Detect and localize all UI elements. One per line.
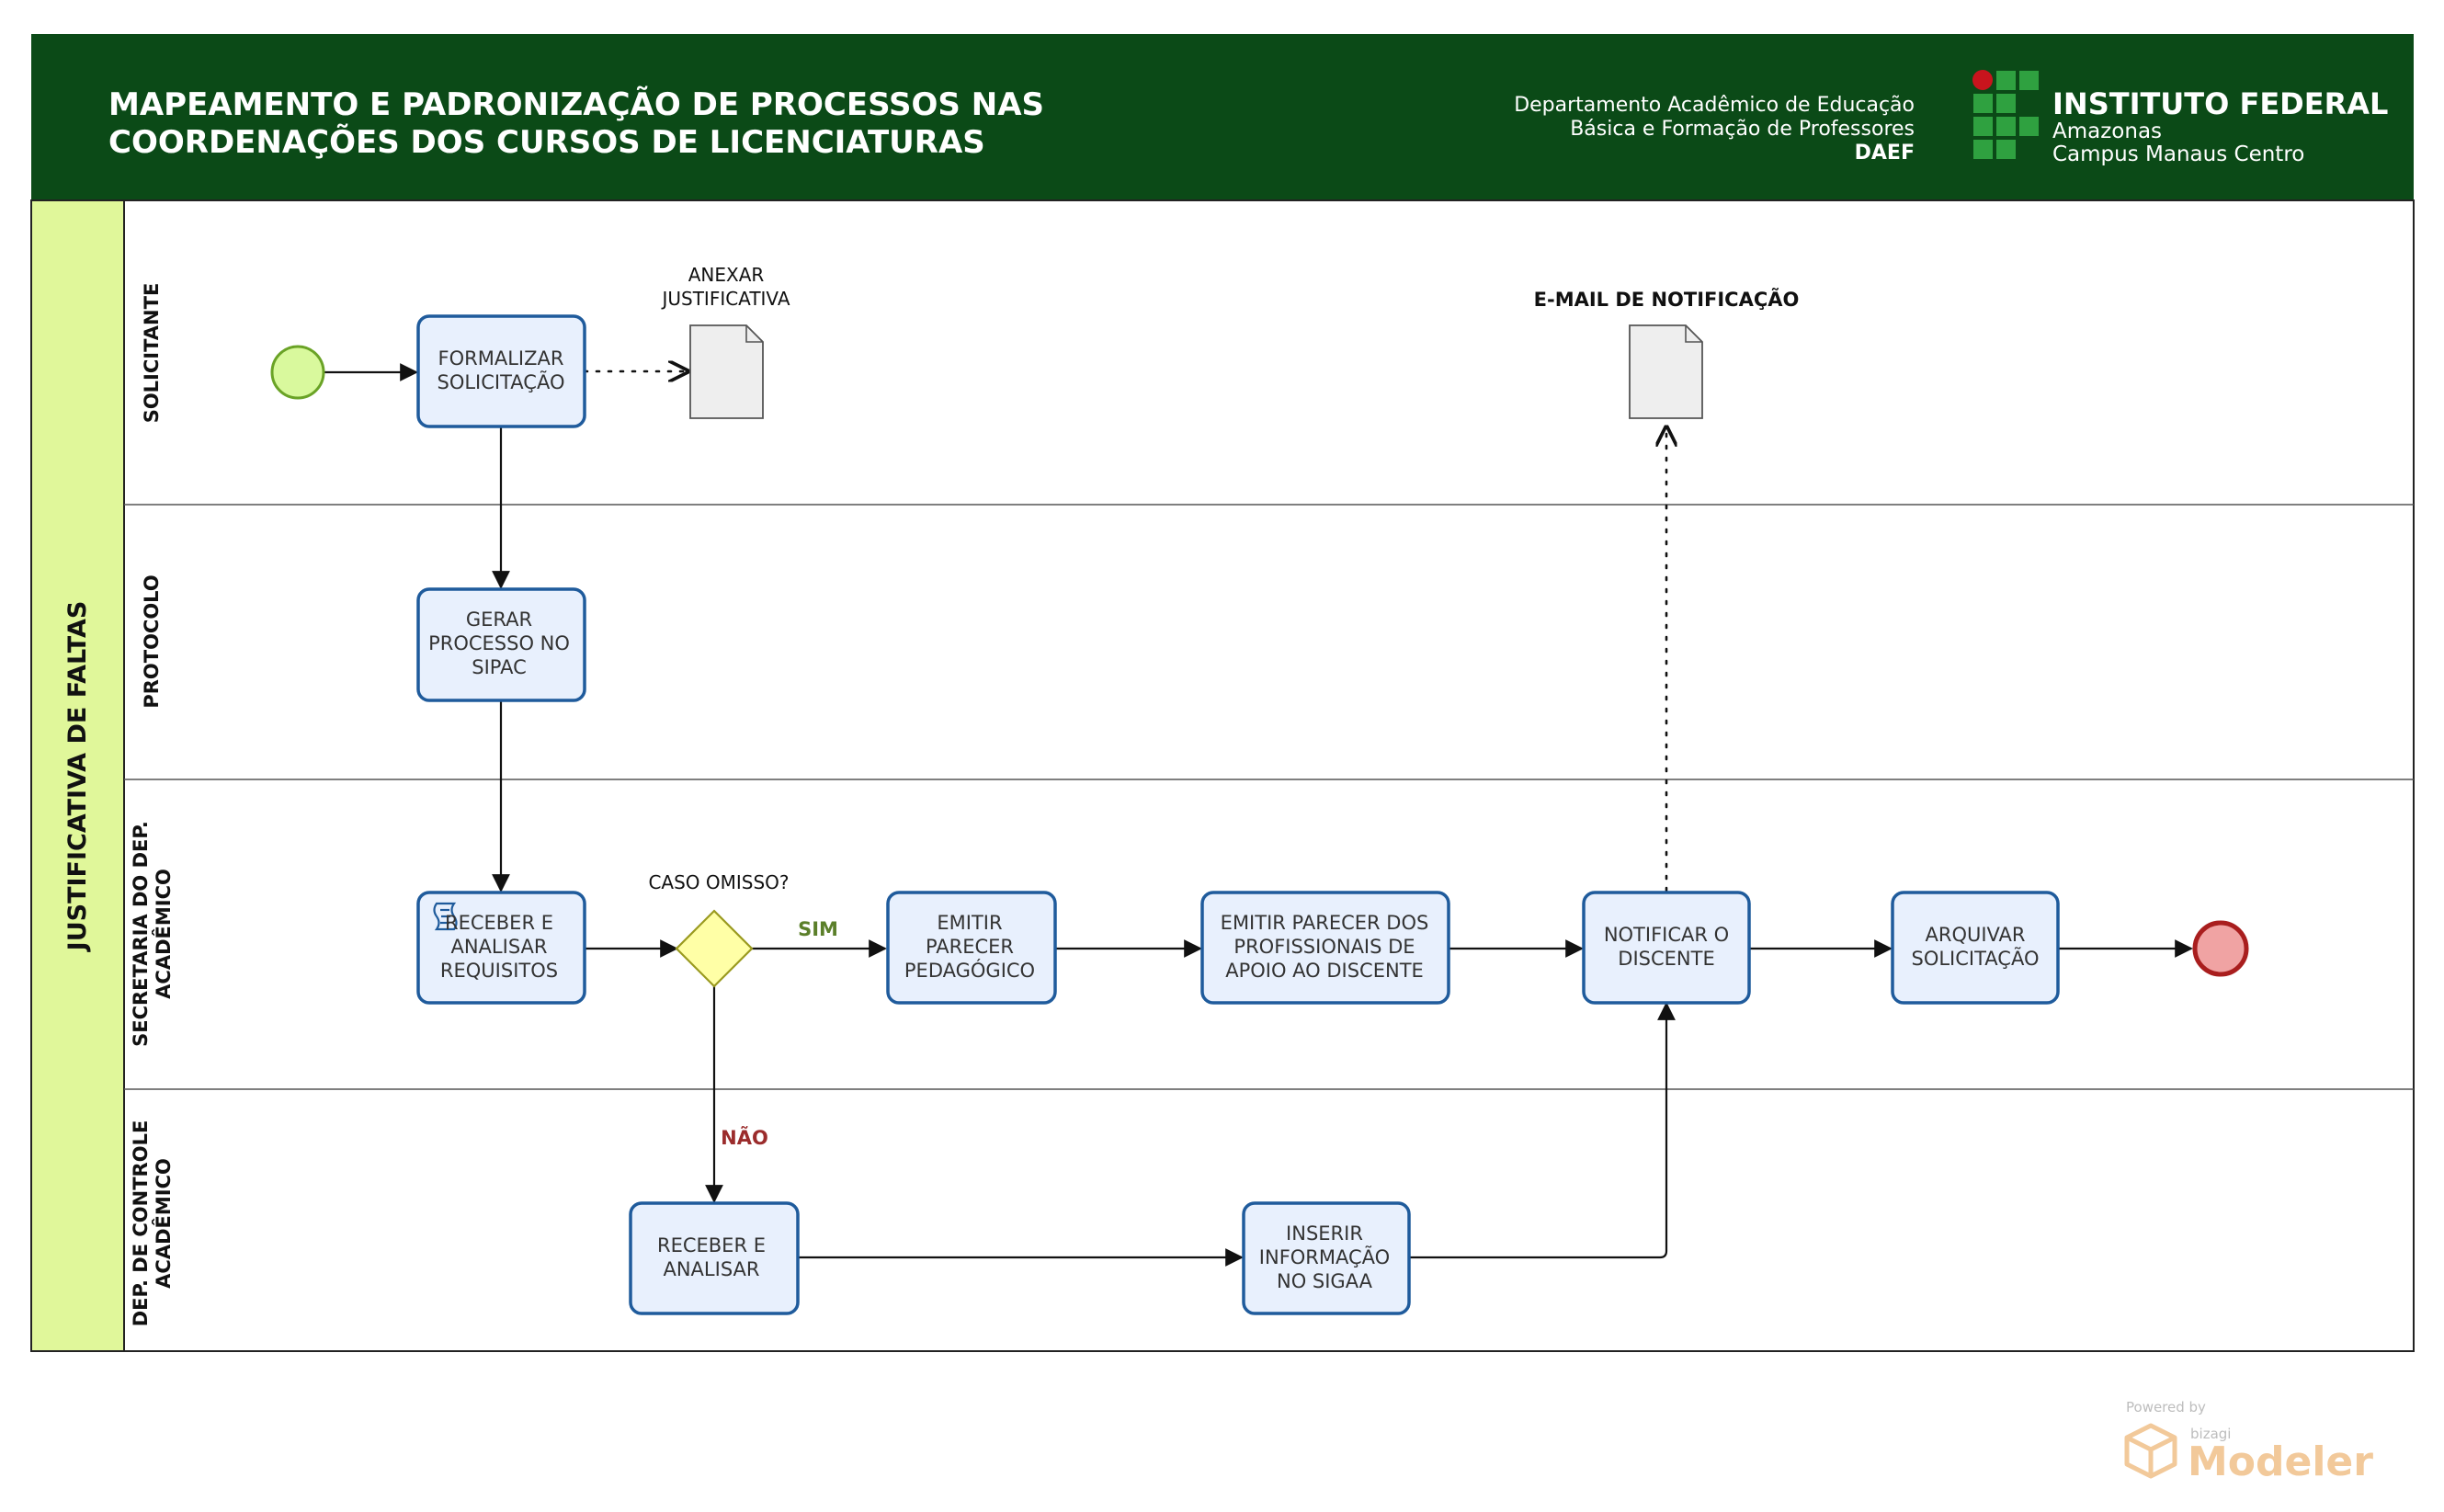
watermark-product: Modeler [2188, 1438, 2373, 1485]
task-label: ANALISAR [450, 936, 547, 958]
task-label: SIPAC [472, 656, 527, 678]
task-label: NOTIFICAR O [1604, 924, 1729, 946]
task-label: ANALISAR [663, 1258, 759, 1280]
task-notificar-discente[interactable]: NOTIFICAR O DISCENTE [1582, 891, 1751, 1005]
start-event[interactable] [270, 345, 325, 400]
document-email-notificacao[interactable] [1629, 324, 1703, 419]
lane-label-protocolo: PROTOCOLO [141, 574, 163, 708]
task-label: PROFISSIONAIS DE [1233, 936, 1415, 958]
associations [583, 371, 1666, 892]
lane-label-controle-line1: DEP. DE CONTROLE [130, 1120, 152, 1327]
lane-label-controle-line2: ACADÊMICO [152, 1158, 175, 1289]
task-label: NO SIGAA [1277, 1270, 1373, 1292]
task-label: EMITIR [937, 912, 1002, 934]
diagram-title-line1: MAPEAMENTO E PADRONIZAÇÃO DE PROCESSOS N… [108, 85, 1044, 123]
task-receber-analisar-requisitos[interactable]: RECEBER E ANALISAR REQUISITOS [416, 891, 586, 1005]
task-label: EMITIR PARECER DOS [1221, 912, 1429, 934]
header-banner: MAPEAMENTO E PADRONIZAÇÃO DE PROCESSOS N… [31, 34, 2414, 200]
sequence-flows [324, 363, 2193, 1267]
task-label: INSERIR [1286, 1222, 1363, 1245]
lane-label-secretaria-line2: ACADÊMICO [152, 869, 175, 999]
department-name-line2: Básica e Formação de Professores [1570, 118, 1915, 141]
task-formalizar-solicitacao[interactable]: FORMALIZAR SOLICITAÇÃO [416, 314, 586, 428]
watermark-brand: bizagi [2190, 1426, 2231, 1442]
task-arquivar-solicitacao[interactable]: ARQUIVAR SOLICITAÇÃO [1891, 891, 2060, 1005]
flow-label-sim: SIM [798, 918, 838, 940]
task-label: GERAR [466, 608, 532, 631]
task-label: RECEBER E [657, 1234, 766, 1256]
institute-name: INSTITUTO FEDERAL [2052, 86, 2388, 121]
flow-inserir-to-notificar [1409, 1002, 1676, 1259]
task-label: ARQUIVAR [1925, 924, 2025, 946]
institute-logo-icon [1972, 70, 2039, 159]
lane-label-secretaria-line1: SECRETARIA DO DEP. [130, 821, 152, 1047]
task-label: FORMALIZAR [438, 347, 564, 369]
task-label: REQUISITOS [440, 960, 558, 982]
task-label: PARECER [926, 936, 1014, 958]
task-inserir-informacao-sigaa[interactable]: INSERIR INFORMAÇÃO NO SIGAA [1242, 1201, 1411, 1315]
end-event[interactable] [2192, 920, 2249, 977]
task-emitir-parecer-pedagogico[interactable]: EMITIR PARECER PEDAGÓGICO [886, 891, 1057, 1005]
lane-label-solicitante: SOLICITANTE [141, 283, 163, 424]
task-label: SOLICITAÇÃO [438, 369, 565, 393]
flow-label-nao: NÃO [721, 1126, 768, 1149]
task-emitir-parecer-profissionais[interactable]: EMITIR PARECER DOS PROFISSIONAIS DE APOI… [1200, 891, 1450, 1005]
institute-campus: Campus Manaus Centro [2052, 142, 2304, 166]
watermark-powered-by: Powered by [2126, 1399, 2206, 1415]
task-receber-analisar[interactable]: RECEBER E ANALISAR [629, 1201, 800, 1315]
bizagi-watermark: Powered by bizagi Modeler [2124, 1399, 2373, 1485]
artifact-anexar-line2: JUSTIFICATIVA [660, 288, 790, 310]
institute-state: Amazonas [2052, 119, 2162, 143]
diagram-title-line2: COORDENAÇÕES DOS CURSOS DE LICENCIATURAS [108, 123, 985, 161]
task-label: RECEBER E [445, 912, 553, 934]
department-abbreviation: DAEF [1855, 142, 1915, 165]
task-label: PEDAGÓGICO [904, 959, 1035, 982]
task-label: DISCENTE [1618, 948, 1714, 970]
bizagi-logo-icon [2124, 1423, 2177, 1479]
gateway-caso-omisso[interactable] [675, 909, 754, 988]
department-name-line1: Departamento Acadêmico de Educação [1514, 94, 1915, 117]
task-label: PROCESSO NO [428, 632, 570, 654]
task-gerar-processo-sipac[interactable]: GERAR PROCESSO NO SIPAC [416, 587, 586, 702]
task-label: SOLICITAÇÃO [1912, 946, 2040, 970]
gateway-label: CASO OMISSO? [648, 871, 789, 893]
task-label: INFORMAÇÃO [1259, 1245, 1390, 1268]
task-label: APOIO AO DISCENTE [1225, 960, 1424, 982]
artifact-email-label: E-MAIL DE NOTIFICAÇÃO [1534, 288, 1800, 311]
script-icon [433, 902, 458, 931]
pool-label: JUSTIFICATIVA DE FALTAS [63, 601, 92, 953]
artifact-anexar-line1: ANEXAR [688, 264, 765, 286]
document-anexar-justificativa[interactable] [689, 324, 764, 419]
